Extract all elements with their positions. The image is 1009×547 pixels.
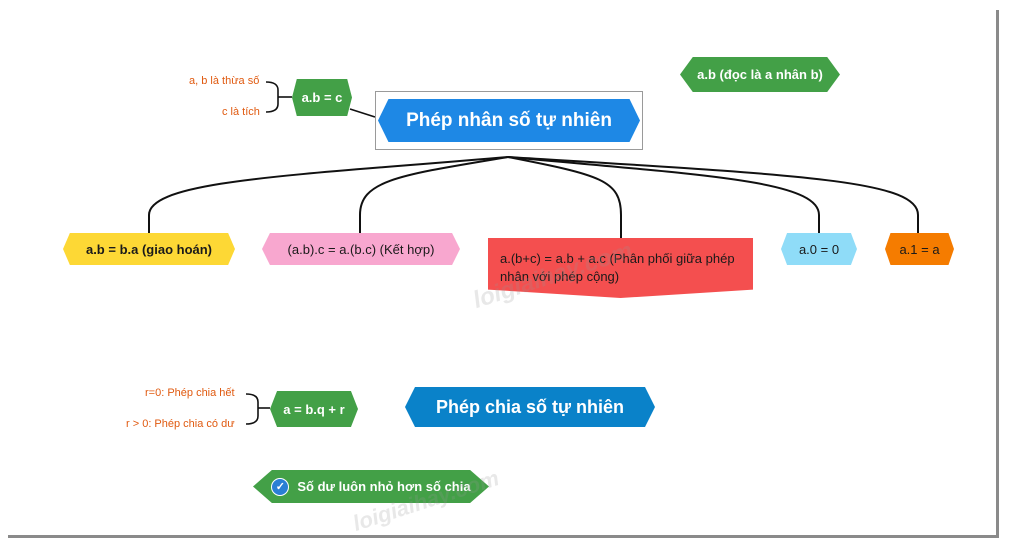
division-note-exact: r=0: Phép chia hết [145, 387, 235, 399]
property-associative[interactable]: (a.b).c = a.(b.c) (Kết hợp) [262, 233, 460, 265]
center-node-frame [375, 91, 643, 150]
branch-line-zero [507, 156, 820, 233]
bracket-top-formula [265, 81, 279, 113]
remainder-note-node[interactable]: ✓ Số dư luôn nhỏ hơn số chia [253, 470, 489, 503]
property-distributive[interactable]: a.(b+c) = a.b + a.c (Phân phối giữa phép… [488, 238, 753, 298]
reading-note-node[interactable]: a.b (đọc là a nhân b) [680, 57, 840, 92]
center-node-title: Phép nhân số tự nhiên [406, 109, 612, 131]
bracket-division-formula [245, 393, 259, 425]
property-commutative-label: a.b = b.a (giao hoán) [85, 241, 213, 257]
division-node-title: Phép chia số tự nhiên [435, 396, 625, 417]
division-node[interactable]: Phép chia số tự nhiên [405, 387, 655, 427]
top-formula-node[interactable]: a.b = c [292, 79, 352, 116]
property-distributive-label: a.(b+c) = a.b + a.c (Phân phối giữa phép… [500, 251, 735, 285]
branch-line-associative [359, 156, 509, 233]
top-formula-note-factors: a, b là thừa số [189, 75, 260, 87]
division-formula-label: a = b.q + r [283, 401, 345, 417]
top-formula-note-product: c là tích [222, 106, 260, 118]
property-commutative[interactable]: a.b = b.a (giao hoán) [63, 233, 235, 265]
division-note-remainder: r > 0: Phép chia có dư [126, 418, 235, 430]
division-formula-node[interactable]: a = b.q + r [270, 391, 358, 427]
remainder-note-label: Số dư luôn nhỏ hơn số chia [297, 479, 471, 494]
reading-note-label: a.b (đọc là a nhân b) [697, 67, 823, 82]
branch-line-one [507, 156, 919, 233]
property-one-label: a.1 = a [899, 241, 940, 257]
property-one[interactable]: a.1 = a [885, 233, 954, 265]
property-associative-label: (a.b).c = a.(b.c) (Kết hợp) [287, 241, 435, 257]
branch-line-commutative [148, 156, 509, 233]
diagram-frame [8, 10, 999, 538]
branch-line-distributive [507, 156, 622, 238]
check-icon: ✓ [271, 477, 290, 496]
top-formula-label: a.b = c [301, 90, 343, 105]
property-zero[interactable]: a.0 = 0 [781, 233, 857, 265]
center-node[interactable]: Phép nhân số tự nhiên [378, 99, 640, 142]
property-zero-label: a.0 = 0 [798, 241, 840, 257]
